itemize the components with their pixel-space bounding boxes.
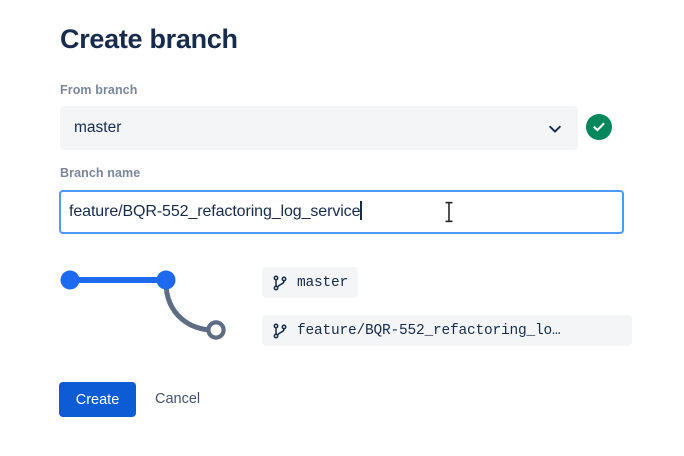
cancel-button[interactable]: Cancel — [155, 382, 200, 417]
from-branch-select[interactable]: master — [60, 106, 578, 150]
from-branch-label: From branch — [60, 83, 138, 97]
commit-node-2 — [156, 270, 176, 290]
git-branch-icon — [272, 275, 288, 291]
from-branch-selected-value: master — [74, 119, 122, 136]
status-badge — [586, 114, 612, 140]
page-title: Create branch — [60, 24, 238, 54]
branch-graph — [52, 258, 237, 350]
text-caret — [360, 201, 362, 220]
text-ibeam-cursor — [443, 201, 455, 223]
new-branch-node — [206, 320, 226, 340]
create-button[interactable]: Create — [59, 382, 136, 417]
branch-chip-label: feature/BQR-552_refactoring_lo… — [297, 322, 561, 339]
branch-name-input[interactable]: feature/BQR-552_refactoring_log_service — [59, 190, 624, 234]
branch-chip-label: master — [297, 274, 349, 291]
branch-name-input-value: feature/BQR-552_refactoring_log_service — [69, 192, 362, 232]
branch-chip-feature[interactable]: feature/BQR-552_refactoring_lo… — [262, 315, 632, 346]
git-branch-icon — [272, 323, 288, 339]
chevron-down-icon — [547, 121, 563, 137]
branch-name-label: Branch name — [60, 166, 141, 180]
branch-name-text: feature/BQR-552_refactoring_log_service — [69, 203, 361, 220]
commit-node-1 — [60, 270, 80, 290]
check-circle-icon — [593, 122, 605, 132]
branch-chip-master[interactable]: master — [262, 267, 359, 298]
